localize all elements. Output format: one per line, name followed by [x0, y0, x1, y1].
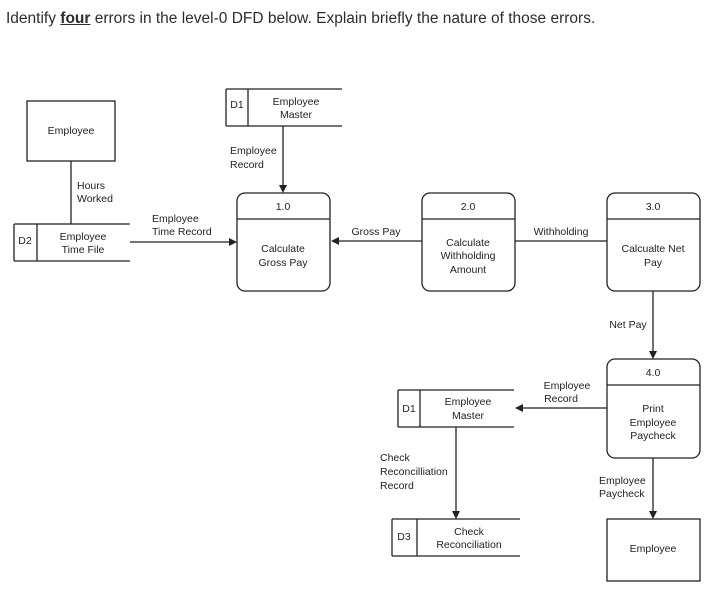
process-2-name-1: Calculate [446, 237, 490, 249]
process-4-number: 4.0 [646, 367, 661, 379]
store-d1-top: D1 Employee Master [225, 88, 342, 127]
process-4-name-3: Paycheck [630, 430, 676, 442]
entity-employee-top: Employee [26, 100, 116, 162]
process-3-number: 3.0 [646, 201, 661, 213]
flow-hours-worked-label-2: Worked [77, 193, 113, 205]
entity-employee-top-label: Employee [48, 125, 95, 137]
process-2-name-2: Withholding [441, 250, 496, 262]
entity-employee-bottom-label: Employee [630, 543, 677, 555]
process-2: 2.0 Calculate Withholding Amount [421, 192, 516, 292]
flow-gross-pay: Gross Pay [331, 226, 422, 245]
flow-withholding-label: Withholding [534, 226, 589, 238]
process-4: 4.0 Print Employee Paycheck [606, 358, 701, 459]
store-d1-top-name-2: Master [280, 109, 313, 121]
store-d3-name-2: Reconciliation [436, 539, 502, 551]
flow-hours-worked: Hours Worked [70, 161, 113, 224]
flow-hours-worked-label-1: Hours [77, 180, 105, 192]
process-2-name-3: Amount [450, 264, 486, 276]
store-d2-id: D2 [18, 235, 32, 247]
process-3: 3.0 Calcualte Net Pay [606, 192, 701, 292]
process-4-name-1: Print [642, 403, 664, 415]
store-d3-id: D3 [397, 531, 411, 543]
store-d1-mid-name-1: Employee [445, 396, 492, 408]
flow-check-reconciliation-record-label-3: Record [380, 480, 414, 492]
flow-employee-time-record-label-2: Time Record [152, 226, 212, 238]
flow-employee-record-mid-label-1: Employee [544, 380, 591, 392]
process-1-name-1: Calculate [261, 243, 305, 255]
entity-employee-bottom: Employee [606, 518, 701, 582]
store-d1-top-name-1: Employee [273, 96, 320, 108]
question-text: Identify four errors in the level-0 DFD … [6, 10, 595, 28]
question-prefix: Identify [6, 10, 61, 27]
store-d3: D3 Check Reconciliation [391, 518, 520, 557]
process-3-name-1: Calcualte Net [621, 243, 684, 255]
flow-check-reconciliation-record: Check Reconcilliation Record [380, 427, 460, 519]
store-d1-mid: D1 Employee Master [397, 389, 514, 428]
process-3-name-2: Pay [644, 257, 663, 269]
question-suffix: errors in the level-0 DFD below. Explain… [90, 10, 596, 27]
process-1: 1.0 Calculate Gross Pay [236, 192, 331, 292]
process-1-name-2: Gross Pay [258, 257, 308, 269]
flow-employee-record-mid: Employee Record [515, 380, 607, 412]
flow-check-reconciliation-record-label-2: Reconcilliation [380, 466, 448, 478]
store-d1-mid-name-2: Master [452, 410, 485, 422]
store-d1-mid-id: D1 [402, 403, 416, 415]
flow-net-pay-label: Net Pay [609, 319, 647, 331]
process-1-number: 1.0 [276, 201, 291, 213]
question-emphasis: four [60, 10, 91, 27]
flow-check-reconciliation-record-label-1: Check [380, 452, 411, 464]
flow-employee-record-top-label-1: Employee [230, 145, 277, 157]
flow-gross-pay-label: Gross Pay [351, 226, 401, 238]
store-d2-name-1: Employee [60, 231, 107, 243]
flow-employee-time-record: Employee Time Record [130, 213, 237, 246]
flow-employee-record-mid-label-2: Record [544, 393, 578, 405]
flow-employee-paycheck-label-1: Employee [599, 475, 646, 487]
process-4-name-2: Employee [630, 417, 677, 429]
store-d3-name-1: Check [454, 526, 485, 538]
flow-employee-record-top: Employee Record [230, 126, 287, 193]
store-d2: D2 Employee Time File [13, 223, 130, 262]
flow-employee-time-record-label-1: Employee [152, 213, 199, 225]
flow-withholding: Withholding [515, 226, 607, 242]
process-2-number: 2.0 [461, 201, 476, 213]
flow-employee-record-top-label-2: Record [230, 159, 264, 171]
store-d2-name-2: Time File [62, 244, 105, 256]
store-d1-top-id: D1 [230, 99, 244, 111]
flow-net-pay: Net Pay [609, 291, 657, 359]
flow-employee-paycheck-label-2: Paycheck [599, 488, 645, 500]
flow-employee-paycheck: Employee Paycheck [599, 458, 657, 519]
